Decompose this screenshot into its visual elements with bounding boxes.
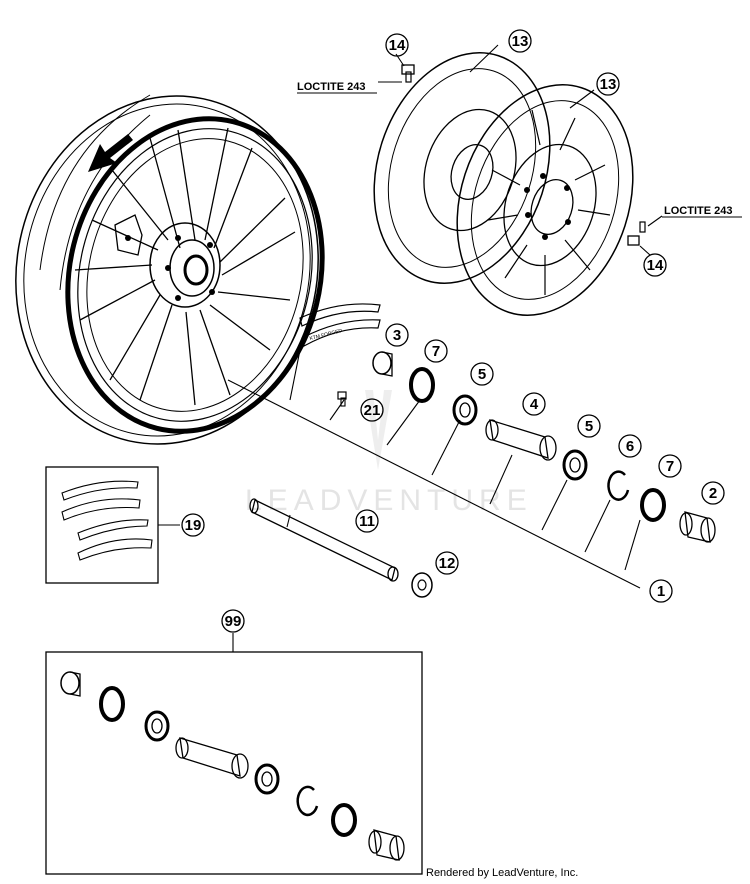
part-screw-21 (337, 391, 347, 407)
wheel-rim (15, 94, 325, 445)
svg-text:14: 14 (389, 37, 406, 54)
svg-text:6: 6 (626, 438, 634, 455)
rotation-direction-arrow-icon (88, 134, 133, 172)
callout-21: 21 (360, 398, 384, 422)
svg-text:7: 7 (432, 343, 440, 360)
part-axle-11 (249, 498, 399, 582)
loctite-note-top: LOCTITE 243 (297, 81, 377, 94)
svg-text:12: 12 (439, 555, 456, 572)
svg-text:99: 99 (225, 613, 242, 630)
svg-text:11: 11 (359, 513, 375, 530)
callout-13-rear-disc: 13 (508, 29, 532, 53)
svg-text:1: 1 (657, 583, 665, 600)
svg-text:2: 2 (709, 485, 717, 502)
svg-text:7: 7 (666, 458, 674, 475)
part-spacer-3 (372, 351, 393, 377)
callout-2: 2 (701, 481, 725, 505)
callout-5-left: 5 (470, 362, 494, 386)
callout-1: 1 (649, 579, 673, 603)
callout-6: 6 (618, 434, 642, 458)
brake-disc-front (456, 84, 634, 316)
callout-14-top: 14 (385, 33, 409, 57)
watermark-text: LEADVENTURE (245, 484, 533, 517)
callout-99: 99 (221, 609, 245, 633)
watermark-logo (365, 390, 392, 470)
svg-text:5: 5 (585, 418, 593, 435)
brake-disc-rear (373, 52, 551, 284)
part-spacer-2 (679, 511, 716, 543)
callout-7-left: 7 (424, 339, 448, 363)
callout-4: 4 (522, 392, 546, 416)
svg-text:14: 14 (647, 257, 664, 274)
svg-text:4: 4 (530, 396, 539, 413)
svg-text:3: 3 (393, 327, 401, 344)
svg-text:LOCTITE 243: LOCTITE 243 (297, 81, 365, 93)
callout-5-right: 5 (577, 414, 601, 438)
part-spacer-tube-4 (485, 419, 557, 461)
svg-text:13: 13 (512, 33, 529, 50)
svg-text:KTM FORGED: KTM FORGED (309, 328, 343, 342)
wheel-hub (114, 214, 221, 308)
callout-11: 11 (355, 509, 379, 533)
part-bearing-5-right (562, 449, 588, 481)
svg-text:5: 5 (478, 366, 486, 383)
bearing-kit-box (45, 651, 423, 875)
callout-12: 12 (435, 551, 459, 575)
callout-3: 3 (385, 323, 409, 347)
callout-13-front-disc: 13 (596, 72, 620, 96)
callout-19: 19 (181, 513, 205, 537)
svg-text:19: 19 (185, 517, 202, 534)
loctite-note-right: LOCTITE 243 (662, 205, 742, 218)
svg-text:LOCTITE 243: LOCTITE 243 (664, 205, 732, 217)
part-bearing-5-left (452, 394, 478, 426)
part-axle-nut-12 (411, 572, 433, 598)
callout-14-right: 14 (643, 253, 667, 277)
callout-7-right: 7 (658, 454, 682, 478)
part-seal-7-right (640, 488, 666, 522)
svg-text:13: 13 (600, 76, 617, 93)
part-circlip-6 (607, 470, 630, 501)
svg-text:21: 21 (364, 402, 381, 419)
decal-kit-box (45, 466, 159, 584)
disc-bolt-right (627, 221, 646, 246)
render-credit: Rendered by LeadVenture, Inc. (426, 867, 578, 879)
leader-lines (158, 44, 663, 652)
disc-bolt-top (401, 64, 415, 83)
wheel-spokes (74, 127, 296, 406)
part-seal-7-left (409, 367, 435, 403)
